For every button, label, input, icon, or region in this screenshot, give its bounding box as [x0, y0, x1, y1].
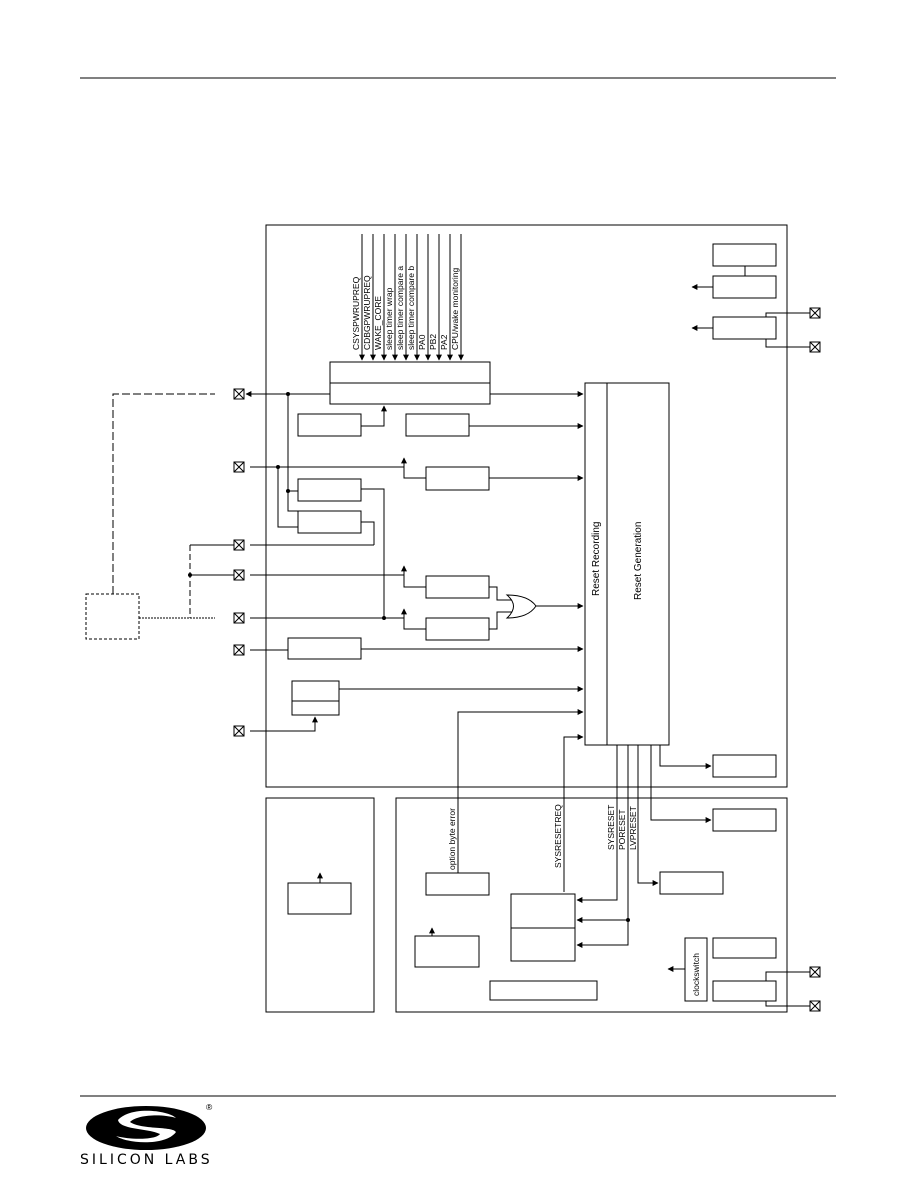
wake-signal-label: sleep timer compare a	[395, 266, 405, 350]
block-left-a	[297, 478, 362, 502]
wake-signal-label: CPU/wake monitoring	[450, 268, 460, 350]
wake-signal-label: PA0	[417, 334, 427, 350]
pin-icon	[233, 461, 245, 473]
pin-icon	[233, 612, 245, 624]
block-below-wake	[297, 413, 362, 437]
wake-signal-label: PB2	[428, 334, 438, 350]
bottom-left-block	[414, 935, 480, 968]
bottom-right-osc-block	[712, 980, 777, 1002]
pin-icon	[233, 569, 245, 581]
output-block-2	[712, 808, 777, 832]
wake-signal-label: WAKE_CORE	[373, 296, 383, 350]
reset-recording-generation-block	[584, 382, 670, 746]
pin-icon	[233, 725, 245, 737]
wake-signal-label: PA2	[439, 334, 449, 350]
filter-block-1	[425, 466, 490, 491]
pin-symbols	[233, 307, 821, 1012]
pin-icon	[809, 307, 821, 319]
wake-signal-label: CSYSPWRUPREQ	[351, 276, 361, 350]
pin-icon	[233, 644, 245, 656]
pin-icon	[809, 966, 821, 978]
block-mid-top	[405, 413, 470, 437]
pin-icon	[809, 1000, 821, 1012]
wake-signal-label: sleep timer wrap	[384, 287, 394, 350]
lvpreset-label: LVPRESET	[628, 806, 638, 850]
option-byte-block	[425, 872, 490, 896]
or-gate	[505, 594, 537, 619]
pin-icon	[809, 341, 821, 353]
reset-recording-label: Reset Recording	[591, 522, 602, 596]
block-left-b	[297, 510, 362, 534]
logo-text: SILICON LABS	[80, 1152, 213, 1168]
block-pin-filter	[287, 637, 362, 660]
clockswitch-label: clockswitch	[691, 953, 701, 996]
pin-icon	[233, 539, 245, 551]
registered-mark: ®	[206, 1102, 213, 1112]
right-bottom-domain-frame	[395, 797, 788, 1013]
bottom-right-block-1	[712, 937, 777, 959]
block-with-mux	[291, 680, 340, 716]
filter-block-2	[425, 575, 490, 599]
pin-icon	[233, 388, 245, 400]
silicon-labs-logo: SILICON LABS ®	[80, 1102, 213, 1168]
left-bottom-domain-frame	[265, 797, 375, 1013]
main-domain-frame	[265, 224, 788, 788]
external-device-box	[85, 593, 140, 640]
wake-signal-lines	[359, 234, 464, 361]
sysreset-label: SYSRESET	[606, 805, 616, 850]
top-right-block-2	[712, 275, 777, 299]
top-right-osc-block	[712, 316, 777, 340]
option-byte-error-label: option byte error	[447, 808, 457, 870]
output-block-1	[712, 754, 777, 778]
wake-signal-labels: CSYSPWRUPREQ CDBGPWRUPREQ WAKE_CORE slee…	[351, 266, 460, 350]
left-domain-block	[287, 882, 352, 915]
bottom-wide-block	[489, 980, 598, 1001]
wake-signal-label: sleep timer compare b	[406, 266, 416, 350]
wake-signal-label: CDBGPWRUPREQ	[362, 275, 372, 350]
output-block-3	[659, 871, 724, 895]
reset-generation-label: Reset Generation	[633, 522, 644, 600]
poreset-label: PORESET	[617, 809, 627, 850]
top-right-block-1	[712, 243, 777, 267]
junction-dots	[188, 392, 630, 922]
sysresetreq-label: SYSRESETREQ	[553, 804, 563, 868]
filter-block-3	[425, 617, 490, 641]
